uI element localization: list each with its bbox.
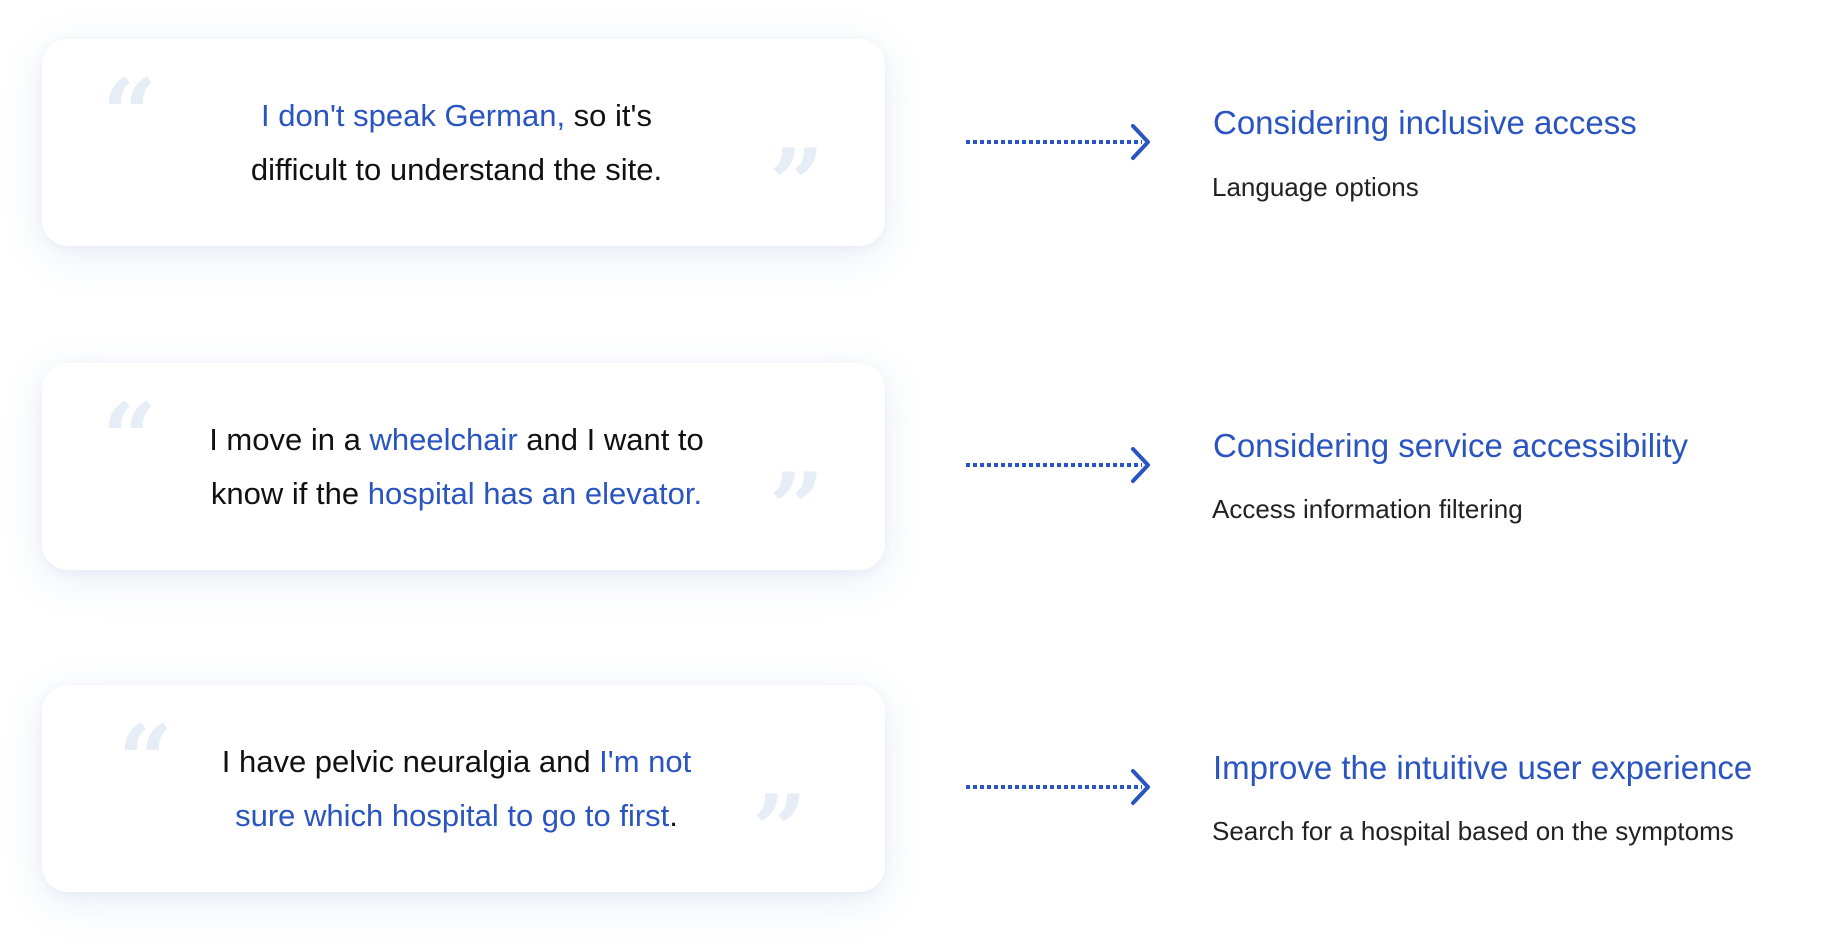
quote-segment: .	[669, 797, 678, 833]
dotted-arrow-right-icon	[966, 124, 1150, 160]
quote-highlight: sure which hospital to go to first	[235, 797, 670, 833]
quote-card-wheelchair: “ I move in a wheelchair and I want to k…	[42, 363, 885, 570]
close-quote-icon: ”	[752, 774, 808, 887]
quote-text: I don't speak German, so it's difficult …	[42, 89, 871, 197]
solution-title: Improve the intuitive user experience	[1213, 749, 1753, 786]
quote-segment: difficult to understand the site.	[250, 151, 663, 187]
quote-segment: I have pelvic neuralgia and	[221, 743, 600, 779]
quote-segment: I move in a	[209, 421, 370, 457]
quote-segment: know if the	[210, 475, 368, 511]
quote-highlight: wheelchair	[369, 421, 518, 457]
quote-card-language: “ I don't speak German, so it's difficul…	[42, 39, 885, 246]
solution-subtitle: Search for a hospital based on the sympt…	[1212, 816, 1734, 846]
close-quote-icon: ”	[769, 128, 825, 241]
quote-text: I have pelvic neuralgia and I'm not sure…	[42, 735, 871, 843]
quote-text: I move in a wheelchair and I want to kno…	[42, 413, 871, 521]
quote-segment: so it's	[565, 97, 652, 133]
quote-highlight: I'm not	[599, 743, 692, 779]
quote-card-symptoms: “ I have pelvic neuralgia and I'm not su…	[42, 685, 885, 892]
quote-highlight: I don't speak German,	[261, 97, 566, 133]
solution-title: Considering inclusive access	[1213, 104, 1637, 141]
close-quote-icon: ”	[769, 452, 825, 565]
quote-highlight: hospital has an elevator.	[367, 475, 703, 511]
solution-subtitle: Access information filtering	[1212, 494, 1523, 524]
quote-segment: and I want to	[517, 421, 704, 457]
dotted-arrow-right-icon	[966, 769, 1150, 805]
solution-subtitle: Language options	[1212, 172, 1419, 202]
solution-title: Considering service accessibility	[1213, 427, 1689, 464]
dotted-arrow-right-icon	[966, 447, 1150, 483]
